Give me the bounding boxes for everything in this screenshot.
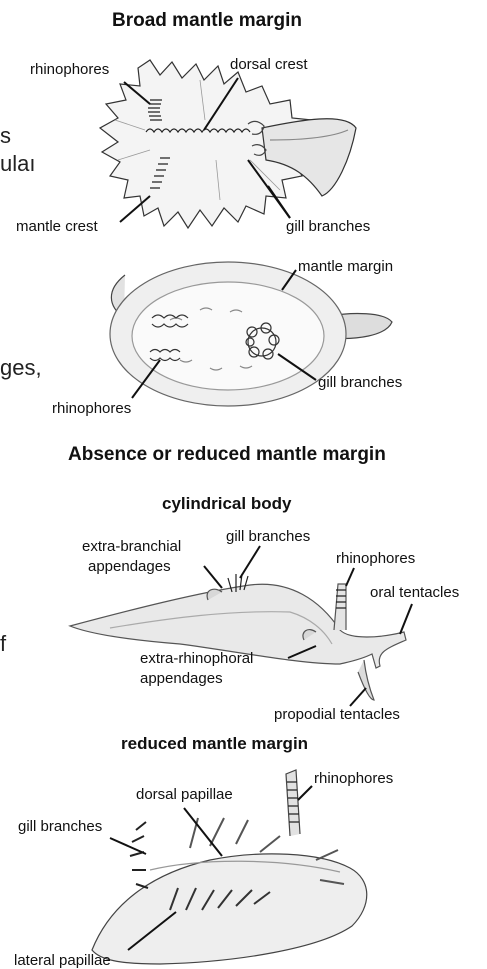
label-gill-branches-fig4: gill branches [18,818,102,835]
label-dorsal-papillae: dorsal papillae [136,786,233,803]
label-mantle-crest: mantle crest [16,218,98,235]
label-extra-rhinophoral-line2: appendages [140,670,223,687]
figure-cylindrical-body [70,574,406,700]
heading-absence-reduced-mantle: Absence or reduced mantle margin [68,444,386,466]
edge-text-fragment-a: s [0,124,11,148]
rhinophore-stalk [334,584,346,630]
label-mantle-margin: mantle margin [298,258,393,275]
label-gill-branches-fig2: gill branches [318,374,402,391]
label-oral-tentacles: oral tentacles [370,584,459,601]
edge-text-fragment-d: f [0,632,6,656]
edge-text-fragment-c: ges, [0,356,42,380]
label-propodial-tentacles: propodial tentacles [274,706,400,723]
figure-broad-mantle-frilly [100,60,356,228]
heading-broad-mantle-margin: Broad mantle margin [112,10,302,32]
label-rhinophores-fig3: rhinophores [336,550,415,567]
label-gill-branches-fig1: gill branches [286,218,370,235]
subheading-cylindrical-body: cylindrical body [162,494,291,514]
label-lateral-papillae: lateral papillae [14,952,111,969]
gill-branch-plumes [130,822,148,888]
mantle-inner [132,282,324,390]
subheading-reduced-mantle-margin: reduced mantle margin [121,734,308,754]
label-extra-branchial-line1: extra-branchial [82,538,181,555]
label-extra-branchial-line2: appendages [88,558,171,575]
label-gill-branches-fig3: gill branches [226,528,310,545]
label-rhinophores-fig1: rhinophores [30,61,109,78]
label-rhinophores-fig4: rhinophores [314,770,393,787]
rhinophore-tall [286,770,300,836]
label-dorsal-crest: dorsal crest [230,56,308,73]
label-extra-rhinophoral-line1: extra-rhinophoral [140,650,253,667]
edge-text-fragment-b: ulaı [0,152,35,176]
label-rhinophores-fig2: rhinophores [52,400,131,417]
